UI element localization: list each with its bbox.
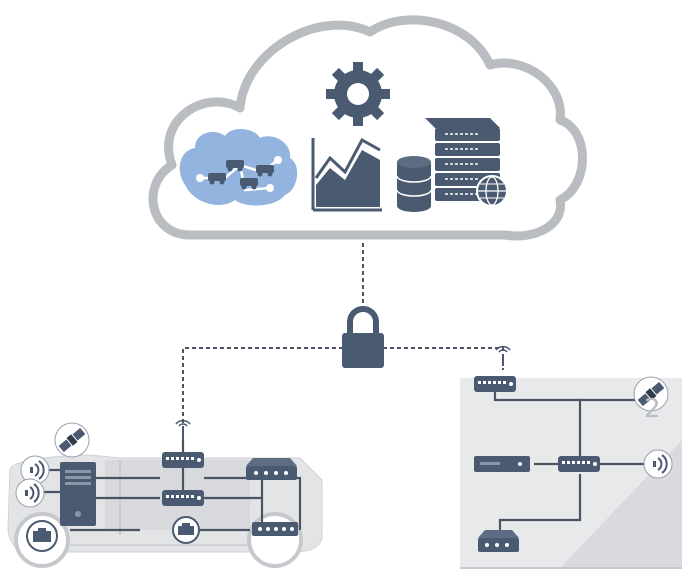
satellite-icon — [54, 422, 90, 458]
rear-wheel-icon — [247, 512, 303, 568]
site-router-icon — [474, 376, 516, 392]
wireless-signal-secondary-icon — [15, 478, 45, 508]
site-wireless-signal-icon — [643, 449, 673, 479]
gateway-module-icon — [162, 490, 204, 506]
network-switch-icon — [558, 456, 600, 472]
ecu-tower-icon — [60, 462, 96, 526]
site-antenna-icon — [495, 345, 511, 367]
globe-icon — [476, 175, 508, 207]
server-rack-icon — [425, 118, 500, 201]
sensor-icon — [172, 516, 200, 544]
vehicle-antenna-icon — [175, 419, 191, 441]
server-unit-icon — [474, 456, 530, 472]
database-icon — [396, 156, 432, 212]
body-controller-icon — [246, 458, 297, 480]
site-number-label: 2 — [644, 394, 661, 424]
telematics-module-icon — [162, 452, 204, 468]
vehicle-network-map-icon — [179, 129, 298, 206]
industrial-site — [460, 345, 682, 569]
analytics-chart-icon — [311, 137, 382, 212]
connected-vehicle — [7, 419, 323, 568]
padlock-icon — [342, 306, 384, 368]
engine-icon — [26, 520, 58, 552]
plc-module-icon — [478, 530, 519, 552]
brake-module-icon — [252, 522, 298, 536]
gear-icon — [326, 62, 390, 126]
cloud-platform — [148, 15, 587, 241]
